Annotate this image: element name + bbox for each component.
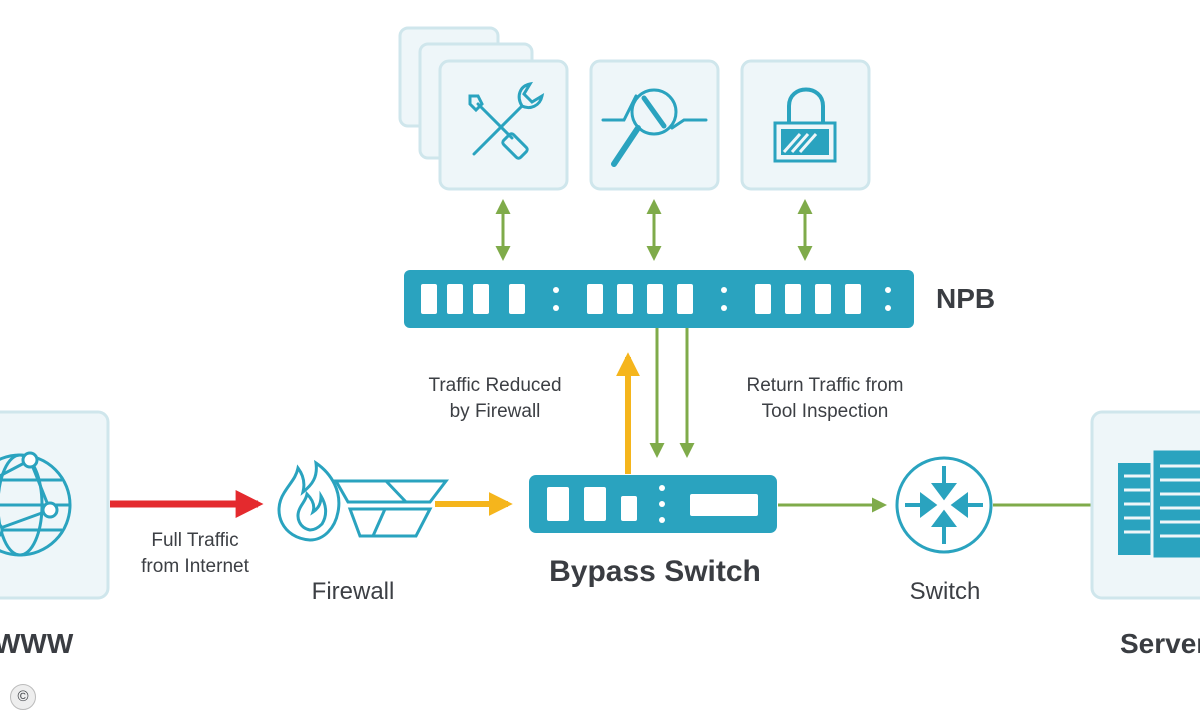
full-traffic-label: Full Traffic from Internet [120, 528, 270, 580]
traffic-reduced-line-2: by Firewall [449, 401, 541, 422]
server-icon [1118, 447, 1200, 561]
npb-label: NPB [936, 283, 996, 314]
network-packet-broker-icon [404, 270, 914, 328]
lock-icon [773, 87, 837, 163]
full-traffic-line-2: from Internet [141, 556, 249, 577]
server-label: Server [1120, 628, 1200, 659]
copyright-symbol: © [17, 688, 29, 705]
tool-panel-3 [740, 59, 871, 191]
firewall-icon [277, 459, 450, 542]
traffic-reduced-label: Traffic Reduced by Firewall [390, 373, 600, 425]
bypass-switch-device-icon [529, 475, 777, 533]
www-label: WWW [0, 628, 74, 659]
full-traffic-line-1: Full Traffic [151, 530, 239, 551]
switch-label: Switch [909, 578, 981, 605]
return-traffic-line-2: Tool Inspection [761, 401, 889, 422]
wrench-screwdriver-icon [468, 81, 545, 160]
server-node [1090, 410, 1200, 600]
copyright-badge: © [10, 684, 36, 710]
tool-panel-2 [589, 59, 720, 191]
traffic-reduced-line-1: Traffic Reduced [428, 375, 562, 396]
return-traffic-label: Return Traffic from Tool Inspection [705, 373, 945, 425]
firewall-label: Firewall [311, 578, 395, 605]
globe-network-icon [0, 451, 72, 557]
return-traffic-line-1: Return Traffic from [746, 375, 904, 396]
magnifier-analyzer-icon [601, 88, 708, 167]
www-node [0, 410, 110, 600]
switch-router-icon [895, 456, 993, 554]
bypass-switch-label: Bypass Switch [549, 555, 761, 588]
tool-panel-1 [398, 26, 569, 191]
